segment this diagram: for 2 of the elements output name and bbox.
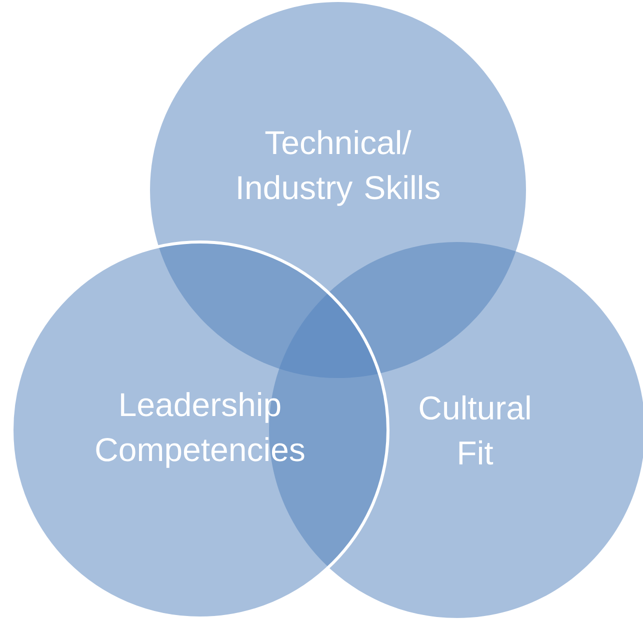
- venn-label: Technical/ Industry Skills: [238, 130, 440, 206]
- venn-label: Cultural Fit: [420, 395, 530, 465]
